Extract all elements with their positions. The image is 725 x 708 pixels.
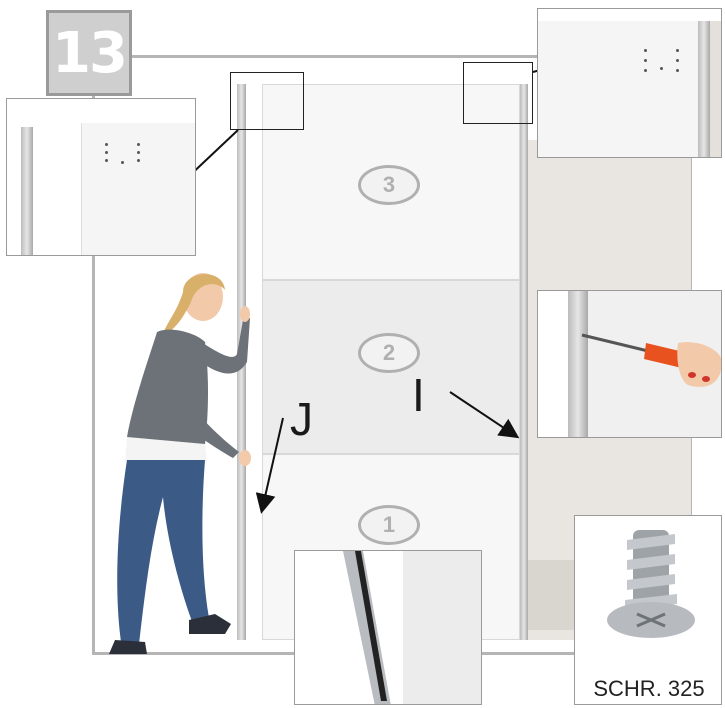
- inset-rail-right: [698, 21, 710, 158]
- inset-bottom-detail: [294, 550, 482, 705]
- inset-screw: SCHR. 325: [574, 515, 722, 705]
- arrow-i: [450, 392, 516, 436]
- inset-top-left-detail: [6, 98, 196, 256]
- screw-icon: [575, 516, 722, 666]
- inset-panel-right: [538, 21, 698, 158]
- arrow-j: [262, 418, 283, 510]
- inset-rail: [21, 127, 33, 256]
- screwdriver-icon: [538, 291, 722, 438]
- inset-wall: [710, 21, 722, 158]
- inset-top-right-detail: [537, 8, 722, 158]
- rail-profile-icon: [295, 551, 482, 705]
- screw-caption: SCHR. 325: [575, 676, 722, 702]
- inset-screwdriver: [537, 290, 722, 438]
